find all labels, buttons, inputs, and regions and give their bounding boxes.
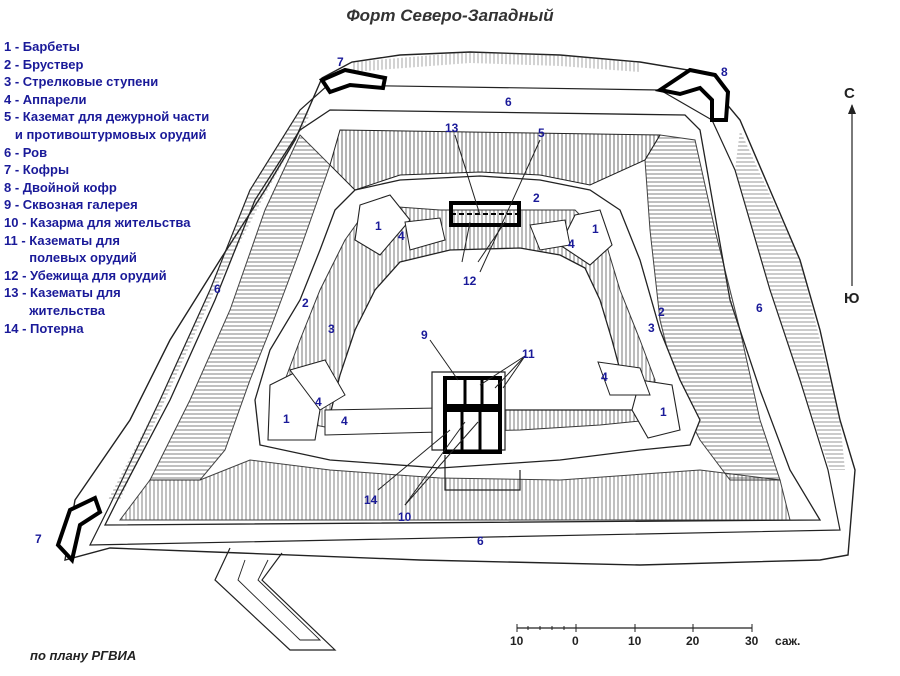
label-3-west: 3 (328, 322, 335, 336)
double-caponier (654, 67, 731, 122)
label-5: 5 (538, 126, 545, 140)
caponier-north (319, 67, 388, 95)
legend-item-2: 2 - Бруствер (4, 56, 84, 72)
label-4-nw: 4 (398, 229, 405, 243)
label-2-east: 2 (658, 305, 665, 319)
scale-bar: 10 0 10 20 30 саж. (510, 624, 800, 648)
ditch-escarp (103, 109, 822, 526)
label-3-east: 3 (648, 321, 655, 335)
legend-item-4: 4 - Аппарели (4, 91, 87, 107)
legend-item-13-cont: жительства (4, 302, 105, 318)
scale-tick-2: 0 (572, 634, 579, 648)
scale-tick-1: 10 (510, 634, 524, 648)
label-4-sw: 4 (315, 395, 322, 409)
legend-item-10: 10 - Казарма для жительства (4, 214, 191, 230)
label-9: 9 (421, 328, 428, 342)
label-4-south: 4 (341, 414, 348, 428)
glacis-hatching-right (735, 130, 845, 470)
label-12: 12 (463, 274, 477, 288)
glacis-hatching-left (108, 110, 310, 500)
compass-arrow-icon (848, 104, 856, 114)
label-6-east: 6 (756, 301, 763, 315)
legend-item-3: 3 - Стрелковые ступени (4, 74, 159, 90)
glacis-hatching-top (352, 52, 640, 72)
scale-tick-3: 10 (628, 634, 642, 648)
legend-item-11: 11 - Казематы для (4, 232, 120, 248)
legend-item-7: 7 - Кофры (4, 162, 70, 178)
label-1-se: 1 (660, 405, 667, 419)
scale-tick-4: 20 (686, 634, 700, 648)
leader-lines (377, 134, 541, 506)
label-7-north: 7 (337, 55, 344, 69)
label-6-north: 6 (505, 95, 512, 109)
label-6-west: 6 (214, 282, 221, 296)
legend-item-14: 14 - Потерна (4, 320, 84, 336)
postern (444, 455, 521, 491)
legend-item-12: 12 - Убежища для орудий (4, 267, 167, 283)
source-credit: по плану РГВИА (30, 648, 137, 663)
caponier-south (55, 495, 103, 565)
ramp-sw (289, 359, 346, 411)
label-4-se: 4 (601, 370, 608, 384)
label-11: 11 (522, 347, 535, 361)
label-4-ne: 4 (568, 237, 575, 251)
legend-item-8: 8 - Двойной кофр (4, 179, 117, 195)
scale-unit: саж. (775, 634, 800, 648)
rampart-slope-left (149, 134, 331, 481)
ramp-ne (529, 219, 571, 251)
label-10: 10 (398, 510, 412, 524)
ramp-nw (404, 217, 446, 251)
label-14: 14 (364, 493, 378, 507)
label-6-south: 6 (477, 534, 484, 548)
legend-item-11-cont: полевых орудий (4, 250, 137, 266)
legend-item-5-cont: и противоштурмовых орудий (4, 126, 207, 142)
label-1-ne: 1 (592, 222, 599, 236)
label-7-south: 7 (35, 532, 42, 546)
scale-tick-5: 30 (745, 634, 759, 648)
compass-north: С (844, 85, 855, 102)
label-13: 13 (445, 121, 459, 135)
glacis-outline (64, 51, 856, 566)
label-2-west: 2 (302, 296, 309, 310)
legend-item-1: 1 - Барбеты (4, 39, 80, 54)
plan-number-labels: 13 5 2 1 4 4 1 12 2 3 2 3 9 11 4 4 1 4 1… (35, 55, 763, 548)
plan-title: Форт Северо-Западный (346, 6, 554, 25)
legend-item-6: 6 - Ров (4, 144, 48, 160)
ramp-se (597, 361, 651, 396)
label-2-north: 2 (533, 191, 540, 205)
compass-south: Ю (844, 290, 859, 307)
approach-road-inner (237, 559, 322, 641)
gallery-9 (443, 376, 502, 408)
legend: 1 - Барбеты 2 - Бруствер 3 - Стрелковые … (4, 38, 264, 337)
barbette-nw (354, 194, 411, 256)
legend-item-9: 9 - Сквозная галерея (4, 197, 138, 213)
label-1-nw: 1 (375, 219, 382, 233)
label-8: 8 (721, 65, 728, 79)
legend-item-13: 13 - Казематы для (4, 285, 121, 301)
approach-road (214, 547, 337, 651)
legend-item-5: 5 - Каземат для дежурной части (4, 109, 210, 125)
label-1-sw: 1 (283, 412, 290, 426)
compass: С Ю (844, 85, 859, 307)
barracks-10 (443, 408, 502, 454)
